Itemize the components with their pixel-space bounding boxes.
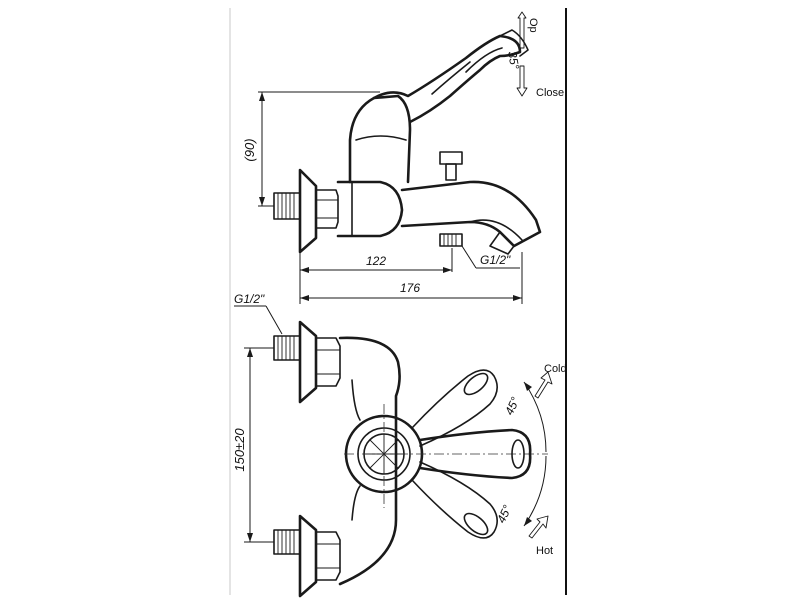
spout-thread-label: G1/2" xyxy=(480,253,511,267)
dim-spacing-label: 150±20 xyxy=(232,428,247,472)
side-spout xyxy=(400,180,542,248)
hot-label: Hot xyxy=(536,545,553,557)
side-shower-outlet xyxy=(439,233,463,247)
cold-arrow xyxy=(534,371,553,399)
arc-cold xyxy=(523,381,547,453)
side-hex-nut xyxy=(315,189,339,229)
side-view: (90) 122 176 G1/2" Op Clo xyxy=(242,11,564,304)
front-lever xyxy=(418,428,532,480)
spout-thread-leader xyxy=(461,245,520,269)
front-upper-inlet xyxy=(273,320,341,404)
front-lever-cold-position xyxy=(411,369,498,447)
arc-hot xyxy=(523,455,547,527)
angle-35-label: 35° xyxy=(505,50,522,70)
dim-176 xyxy=(300,252,523,304)
dim-spacing-150 xyxy=(244,347,274,543)
dim-122 xyxy=(299,248,453,304)
front-view: 45° 45° Cold Hot 150±20 G1/2" xyxy=(232,292,567,598)
front-lower-inlet xyxy=(273,514,341,598)
angle-cold-label: 45° xyxy=(502,395,522,418)
front-lever-hot-position xyxy=(411,461,498,539)
open-close-indicator xyxy=(516,11,528,97)
dim-height-90 xyxy=(258,91,380,207)
side-inlet-thread xyxy=(273,192,301,220)
inlet-thread-label: G1/2" xyxy=(234,292,265,306)
dim-122-label: 122 xyxy=(366,254,386,268)
front-body xyxy=(338,336,401,586)
dim-176-label: 176 xyxy=(400,281,420,295)
side-wall-flange xyxy=(298,168,318,254)
side-cartridge xyxy=(348,94,412,184)
open-label: Op xyxy=(527,18,539,33)
dim-height-label: (90) xyxy=(242,138,257,161)
side-body xyxy=(336,180,404,238)
side-diverter-knob xyxy=(439,151,463,181)
inlet-thread-leader xyxy=(234,305,283,335)
hot-arrow xyxy=(528,515,549,539)
side-lever xyxy=(372,34,522,124)
cold-label: Cold xyxy=(544,363,567,375)
close-label: Close xyxy=(536,87,564,99)
